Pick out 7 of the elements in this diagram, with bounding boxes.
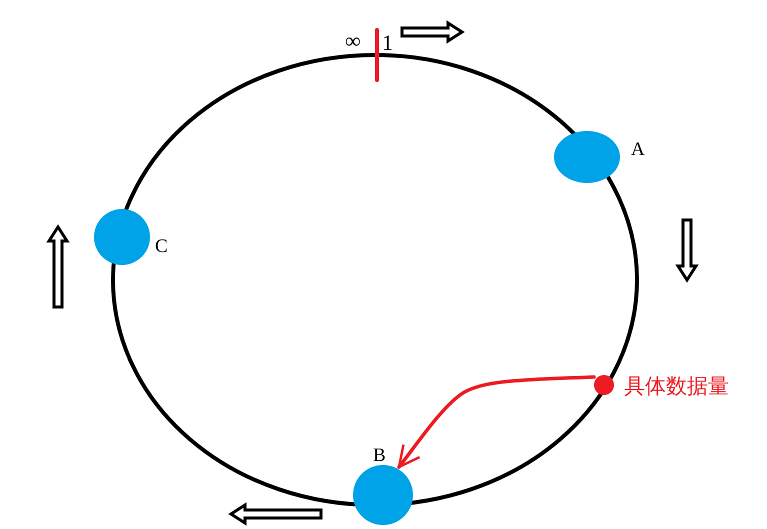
node-label: C — [155, 237, 168, 257]
arrow — [397, 375, 596, 469]
node-label: A — [631, 140, 645, 160]
node-label: B — [373, 446, 386, 466]
node-label: 具体数据量 — [624, 376, 729, 396]
ring-position-label: 1 — [382, 32, 393, 54]
ring-position-label: ∞ — [345, 30, 361, 52]
